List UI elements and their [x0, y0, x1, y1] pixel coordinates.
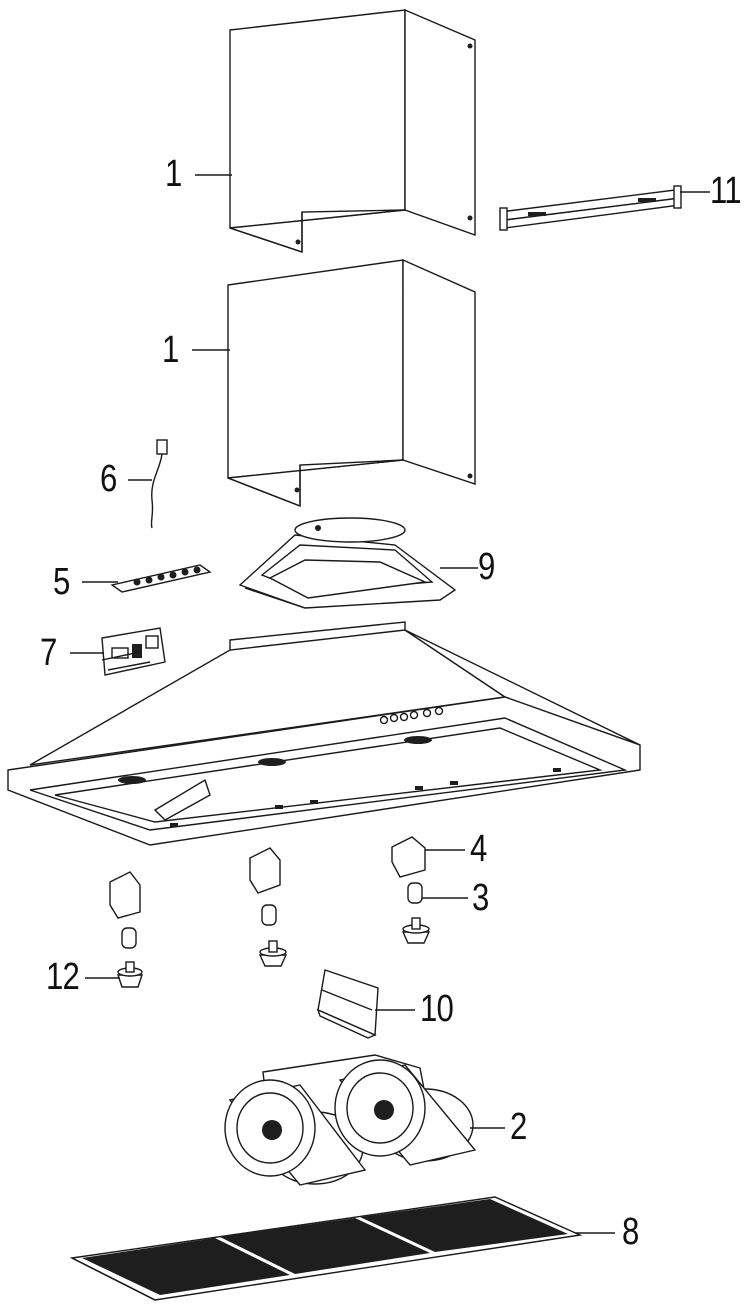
callout-4: 4 — [470, 828, 487, 870]
part-2-motor-blower — [224, 1054, 477, 1186]
callout-3: 3 — [472, 877, 489, 919]
callout-12: 12 — [46, 956, 80, 998]
part-12-bulbs — [117, 917, 431, 988]
part-11-wall-bracket — [498, 185, 682, 231]
part-4-lamp-clips — [109, 836, 426, 919]
callout-6: 6 — [100, 458, 117, 500]
callout-8: 8 — [622, 1211, 639, 1253]
part-7-control-board — [101, 627, 166, 676]
callout-1-upper: 1 — [165, 153, 182, 195]
part-3-lamp-holders — [121, 882, 423, 949]
part-8-grease-filters — [69, 1196, 583, 1301]
canopy-hood-body — [7, 621, 641, 846]
leader-lines — [70, 174, 710, 1234]
part-5-button-board — [110, 564, 212, 593]
callout-2: 2 — [510, 1106, 527, 1148]
callout-11: 11 — [710, 170, 742, 212]
part-6-power-cable — [150, 439, 168, 529]
callout-5: 5 — [53, 561, 70, 603]
part-9-outlet-adapter — [238, 517, 457, 609]
part-1-upper-chimney-cover — [229, 8, 476, 253]
callout-1-lower: 1 — [162, 329, 179, 371]
part-1-lower-chimney-cover — [227, 258, 476, 508]
callout-10: 10 — [420, 988, 454, 1030]
callout-9: 9 — [478, 546, 495, 588]
callout-7: 7 — [40, 632, 57, 674]
part-10-baffle — [316, 969, 379, 1039]
